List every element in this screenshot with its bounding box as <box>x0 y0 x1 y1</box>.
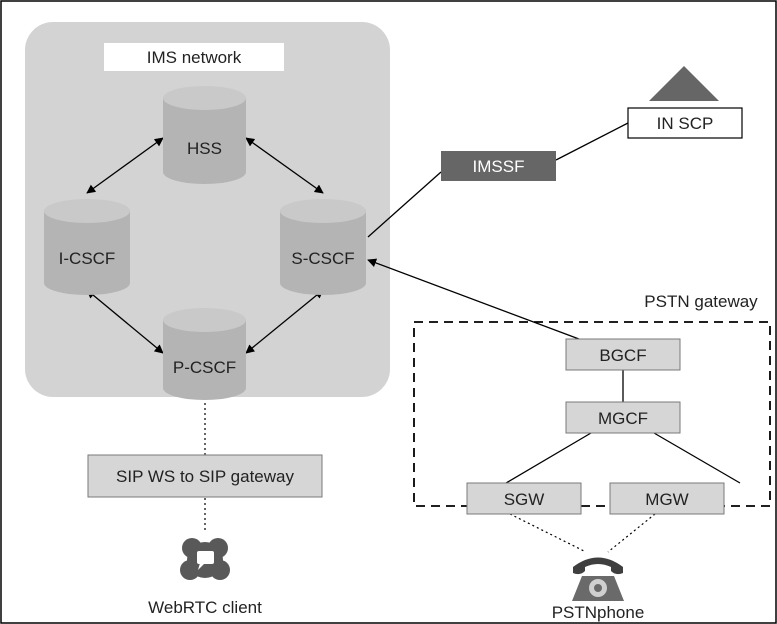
hss-label: HSS <box>187 139 222 158</box>
bgcf-label: BGCF <box>599 346 646 365</box>
in-scp-box <box>627 107 743 139</box>
pcscf-cylinder: P-CSCF <box>163 308 246 400</box>
scp-triangle-icon <box>649 66 719 101</box>
in-scp-label: IN SCP <box>657 114 714 133</box>
dotted-connections <box>204 398 656 553</box>
link-mgw-phone <box>607 513 656 553</box>
link-mgcf-sgw <box>505 432 592 484</box>
mgcf-box <box>565 401 681 434</box>
sgw-label: SGW <box>504 490 545 509</box>
bgcf-box <box>565 338 681 371</box>
mgcf-label: MGCF <box>598 409 648 428</box>
webrtc-client-label: WebRTC client <box>148 598 262 617</box>
pstn-gateway-title: PSTN gateway <box>644 292 758 311</box>
link-bgcf-scscf <box>367 258 580 340</box>
mgw-label: MGW <box>645 490 688 509</box>
link-sgw-phone <box>509 513 587 553</box>
imssf-box <box>441 151 556 181</box>
pstn-phone-label: PSTNphone <box>552 603 645 622</box>
sip-gateway-label: SIP WS to SIP gateway <box>116 467 294 486</box>
mgw-box <box>609 482 725 515</box>
scscf-label: S-CSCF <box>291 249 354 268</box>
link-scscf-imssf <box>367 171 442 238</box>
icscf-cylinder: I-CSCF <box>44 199 130 295</box>
telephone-icon <box>572 557 624 601</box>
sgw-box <box>466 482 582 515</box>
link-imssf-inscp <box>555 122 629 161</box>
pcscf-label: P-CSCF <box>173 358 236 377</box>
scscf-cylinder: S-CSCF <box>280 199 366 295</box>
webrtc-icon <box>180 538 230 580</box>
sip-gateway-box <box>87 454 323 498</box>
link-hss-scscf <box>245 137 324 194</box>
link-mgcf-mgw <box>653 432 741 484</box>
hss-cylinder: HSS <box>163 86 246 184</box>
link-icscf-pcscf <box>86 289 164 354</box>
link-hss-icscf <box>86 137 164 194</box>
ims-title: IMS network <box>147 48 242 67</box>
link-scscf-pcscf <box>245 289 324 354</box>
ims-title-box <box>104 43 284 71</box>
connections <box>86 122 741 484</box>
icscf-label: I-CSCF <box>59 249 116 268</box>
imssf-label: IMSSF <box>473 157 525 176</box>
